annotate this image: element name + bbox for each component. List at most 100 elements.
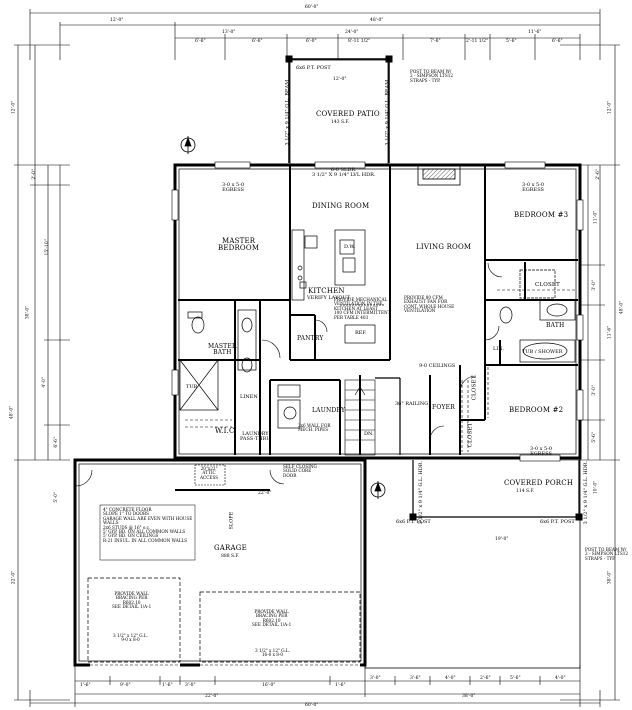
dim-top-24: 24'-0" xyxy=(345,30,359,35)
dn-label: DN. xyxy=(364,431,374,437)
dim-top-11: 11'-6" xyxy=(528,30,542,35)
garage-notes: 4" CONCRETE FLOOR SLOPE 1" TO DOORS GARA… xyxy=(103,507,193,543)
gl-left-label: 3 1/2" x 9 1/4" G.L. HDR. xyxy=(418,460,425,525)
garage-label: GARAGE xyxy=(214,544,247,552)
lin-label: LIN. xyxy=(493,346,504,352)
kitchen-label: KITCHEN xyxy=(308,287,345,295)
dim-bottom-chain-1: 9'-0" xyxy=(120,683,131,688)
dim-right-chain-8: 10'-0" xyxy=(593,480,599,495)
attic-access-box xyxy=(194,464,226,486)
dim-top-chain-1: 6'-6" xyxy=(252,39,263,44)
post-top-label: 6x6 P.T. POST xyxy=(296,65,331,71)
covered-patio-area: 143 S.F. xyxy=(331,120,350,125)
dim-bottom-chain-11: 4'-0" xyxy=(555,676,566,681)
dim-right-chain-7: 38'-0" xyxy=(607,570,613,585)
tub-shower-label: TUB / SHOWER xyxy=(522,349,563,355)
bath-label: BATH xyxy=(546,322,565,329)
tub-label: TUB xyxy=(186,384,198,390)
egress3-label: 3-0 x 5-0 EGRESS xyxy=(522,182,545,194)
dim-top-chain-6: 5'-6" xyxy=(506,39,517,44)
master-bath-label: MASTER BATH xyxy=(208,343,237,357)
closet-label-foyer: CLOSET xyxy=(471,375,478,401)
dim-bottom-chain-4: 16'-0" xyxy=(262,683,276,688)
kitchen-vent-label: PROVIDE MECHANICAL VENTILATION IN THE KI… xyxy=(334,297,391,320)
bedroom2-label: BEDROOM #2 xyxy=(509,406,564,414)
dim-patio-span: 12'-0" xyxy=(333,77,347,82)
dim-overall-right: 48'-0" xyxy=(619,300,625,315)
garage-door-right-label: 3 1/2" x 12" G.L. 16-0 x 8-0 xyxy=(255,648,290,658)
kitchen-fixtures xyxy=(291,229,385,344)
foyer-label: FOYER xyxy=(432,404,455,411)
post-beam-top-label: POST TO BEAM W/ 2 - SIMPSON LTS12 STRAPS… xyxy=(410,69,454,83)
dim-overall-top: 60'-0" xyxy=(305,5,319,10)
garage-door-left-label: 3 1/2" x 12" G.L. 9-0 x 8-0 xyxy=(113,633,148,643)
dim-garage-width: 22'-0" xyxy=(258,491,272,496)
dw-label: D.W. xyxy=(344,244,356,250)
dim-bottom-chain-3: 3'-0" xyxy=(185,683,196,688)
dim-porch-width: 19'-0" xyxy=(495,537,509,542)
dim-left-chain-2: 15'-10" xyxy=(44,239,50,256)
dim-bottom-chain-6: 3'-0" xyxy=(370,676,381,681)
dim-top-chain-5: 2'-11 1/2" xyxy=(466,39,489,44)
garage-area: 888 S.F. xyxy=(221,554,240,559)
covered-porch-area: 114 S.F. xyxy=(516,489,535,494)
wall-bracing-left-label: PROVIDE WALL BRACING PER R602.10 SEE DET… xyxy=(112,591,152,610)
egress1-label: 3-0 x 5-0 EGRESS xyxy=(222,182,245,194)
stairs xyxy=(344,377,401,456)
post-beam-bottom-label: POST TO BEAM W/ 2 - SIMPSON LTS12 STRAPS… xyxy=(585,547,629,561)
wall-mechs-label: 2x6 WALL FOR MECH. PIPES xyxy=(298,423,331,433)
closet-label-bed2: CLOSET xyxy=(467,422,474,448)
dim-right-chain-3: 3'-0" xyxy=(591,280,597,291)
beam-left-label: 3 1/2" x 9 1/4" G.L. BEAM xyxy=(284,79,291,146)
dim-bottom-chain-7: 3'-6" xyxy=(410,676,421,681)
dim-right-chain-6: 5'-6" xyxy=(591,432,597,443)
dim-right-chain-5: 3'-0" xyxy=(591,385,597,396)
covered-porch-label: COVERED PORCH xyxy=(504,479,574,487)
dim-overall-left: 48'-0" xyxy=(9,405,15,420)
dim-bottom-right: 38'-0" xyxy=(462,694,476,699)
self-closing-label: SELF CLOSING SOLID CORE DOOR xyxy=(283,464,317,478)
beam-right-label: 3 1/2" x 9 1/4" G.L. BEAM xyxy=(384,79,391,146)
pantry-label: PANTRY xyxy=(297,335,324,342)
dim-bottom-chain-0: 1'-6" xyxy=(80,683,91,688)
bedroom3-label: BEDROOM #3 xyxy=(514,211,569,219)
laundry-label: LAUNDRY xyxy=(312,407,346,414)
attic-access-label: 20"x22" ATTIC ACCESS xyxy=(200,466,219,480)
windows xyxy=(171,161,584,462)
exhaust-fan-label: PROVIDE 80 CFM EXHAUST FAN FOR CONT. WHO… xyxy=(404,295,455,314)
dim-bottom-chain-5: 1'-6" xyxy=(335,683,346,688)
garage-door-openings xyxy=(87,577,361,668)
dim-left-chain-7: 5'-0" xyxy=(53,492,59,503)
dim-overall-bottom: 60'-0" xyxy=(305,703,319,708)
dim-top-chain-3: 8'-11 1/2" xyxy=(348,39,371,44)
dim-bottom-chain-8: 4'-0" xyxy=(445,676,456,681)
wall-bracing-right-label: PROVIDE WALL BRACING PER R602.10 SEE DET… xyxy=(252,609,292,628)
railing-label: 36" RAILING xyxy=(395,401,429,407)
dim-top-left: 12'-0" xyxy=(110,18,124,23)
dim-right-chain-4: 11'-6" xyxy=(607,325,613,340)
master-bedroom-label: MASTER BEDROOM xyxy=(218,237,260,253)
fireplace xyxy=(417,164,461,186)
dim-left-chain-5: 6'-6" xyxy=(53,437,59,448)
egress2-label: 3-0 x 5-0 EGRESS xyxy=(530,446,553,458)
living-room-label: LIVING ROOM xyxy=(416,243,472,251)
door-swings xyxy=(75,262,503,487)
dim-left-chain-3: 38'-0" xyxy=(25,305,31,320)
dim-left-chain-6: 22'-0" xyxy=(11,570,17,585)
dim-bottom-chain-2: 1'-6" xyxy=(162,683,173,688)
dim-left-chain-0: 12'-0" xyxy=(11,100,17,115)
dim-top-right: 48'-0" xyxy=(370,18,384,23)
dim-bottom-left: 22'-0" xyxy=(205,694,219,699)
dim-bottom-chain-10: 5'-6" xyxy=(510,676,521,681)
post-porch-left-label: 6x6 P.T. POST xyxy=(396,519,431,525)
dim-top-chain-0: 6'-6" xyxy=(195,39,206,44)
dim-top-13: 13'-0" xyxy=(222,30,236,35)
north-arrow-icon xyxy=(180,136,386,499)
dim-top-chain-7: 6'-6" xyxy=(552,39,563,44)
garage-notes-box xyxy=(99,504,196,561)
kitchen-note: VERIFY LAYOUT xyxy=(307,295,351,301)
dim-top-chain-2: 6'-0" xyxy=(306,39,317,44)
laundry-pass-label: LAUNDRY PASS-THRU xyxy=(240,431,271,443)
gl-right-label: 3 1/2" x 9 1/4" G.L. HDR. xyxy=(583,460,590,525)
